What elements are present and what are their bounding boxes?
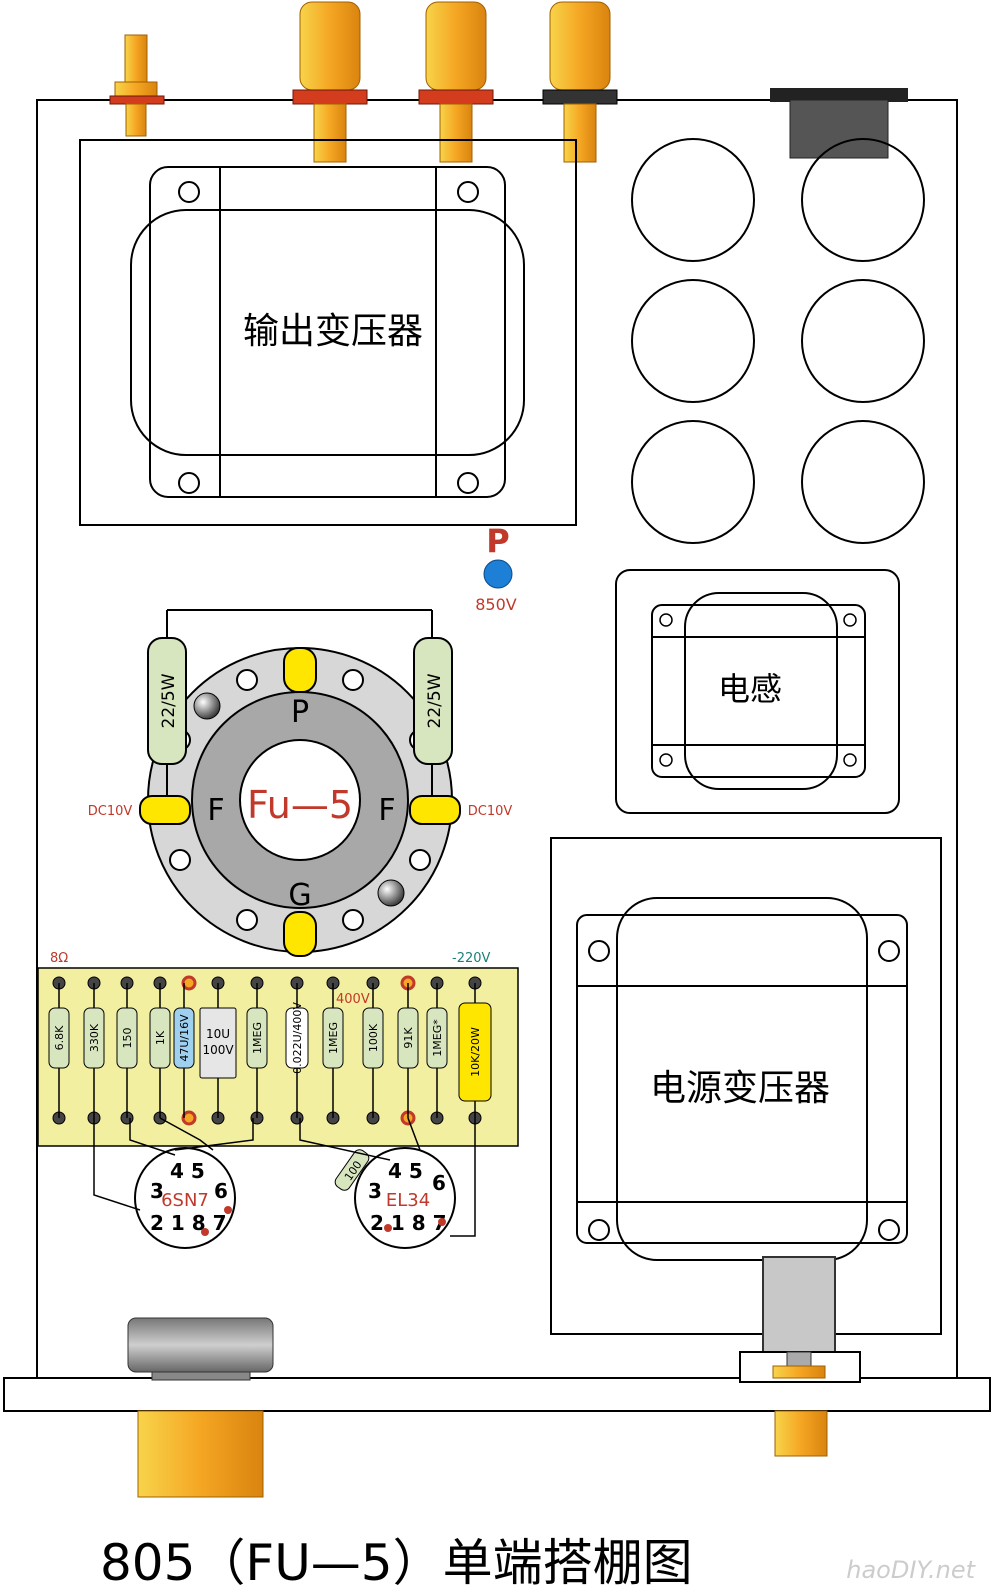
filter-capacitors (631, 138, 925, 544)
speaker-terminal-2 (418, 1, 494, 163)
point-to-point-wiring (93, 1117, 476, 1237)
output-transformer-label: 输出变压器 (243, 311, 423, 352)
socket-left-pin-left: 3 (150, 1179, 164, 1203)
board-component: 150 (116, 983, 138, 1118)
pin-filament-right (409, 795, 461, 825)
tube-pin-g: G (288, 878, 311, 913)
power-switch (739, 1256, 861, 1457)
board-component: 100K (362, 983, 384, 1118)
filament-voltage-left: DC10V (88, 804, 133, 819)
board-component-label: 1MEG (251, 1022, 264, 1054)
pin-grid (283, 911, 317, 957)
capacitor-1 (631, 138, 755, 262)
socket-left-pins-top: 4 5 (170, 1159, 205, 1183)
output-transformer: 输出变压器 (79, 139, 577, 526)
capacitor-3 (631, 279, 755, 403)
board-component-label: 150 (121, 1028, 134, 1049)
tube-pin-p: P (291, 695, 309, 730)
choke: 电感 (615, 569, 900, 814)
board-component: 1MEG (246, 983, 268, 1118)
watermark: haoDIY.net (846, 1556, 976, 1584)
tube-pin-f-left: F (207, 793, 224, 828)
board-component-label: 1MEG* (431, 1019, 444, 1057)
board-component: 6.8K (48, 983, 70, 1118)
speaker-terminal-1 (292, 1, 368, 163)
board-component-label: 91K (402, 1027, 415, 1049)
socket-6sn7: 4 5 3 6 2 1 8 7 6SN7 (134, 1147, 236, 1249)
filament-resistor-left-label: 22/5W (159, 673, 179, 728)
socket-left-pins-bottom: 2 1 8 7 (150, 1211, 227, 1235)
volume-knob (127, 1317, 274, 1498)
board-label-ohm: 8Ω (50, 951, 68, 966)
socket-right-pins-top: 4 5 (388, 1159, 423, 1183)
socket-el34: 4 5 3 6 2 1 8 7 EL34 100 (334, 1147, 456, 1249)
board-component-label: 1K (154, 1030, 167, 1045)
board-component-label: 6.8K (53, 1025, 66, 1050)
board-component-label: 10K/20W (469, 1027, 482, 1077)
board-component: 1MEG* (426, 983, 448, 1118)
plate-dot (483, 559, 513, 589)
power-transformer: 电源变压器 (550, 837, 942, 1335)
filament-resistor-right-label: 22/5W (425, 673, 445, 728)
board-component: 1MEG (322, 983, 344, 1118)
plate-letter: P (486, 522, 509, 560)
socket-left-name: 6SN7 (161, 1190, 209, 1211)
capacitor-5 (631, 420, 755, 544)
board-component: 91K (397, 983, 419, 1118)
socket-right-pin-right: 6 (432, 1171, 446, 1195)
board-label-400: 400V (336, 992, 370, 1007)
choke-label: 电感 (718, 670, 782, 708)
front-panel (3, 1377, 991, 1412)
socket-right-pin-left: 3 (368, 1179, 382, 1203)
board-component: 0.022U/400V (285, 983, 309, 1118)
board-component-label: 330K (88, 1023, 101, 1052)
capacitor-6 (801, 420, 925, 544)
pin-plate (283, 647, 317, 693)
board-component: 10K/20W (458, 983, 492, 1118)
filament-voltage-right: DC10V (468, 804, 513, 819)
plate-voltage-label: 850V (475, 595, 517, 614)
power-transformer-label: 电源变压器 (650, 1068, 830, 1109)
board-component-label: 1MEG (327, 1022, 340, 1054)
board-label-neg: -220V (452, 951, 491, 966)
board-component-label: 0.022U/400V (291, 1002, 304, 1074)
board-lug (181, 975, 197, 991)
diagram-title: 805（FU—5）单端搭棚图 (100, 1534, 693, 1592)
pin-filament-left (139, 795, 191, 825)
speaker-terminal-3 (542, 1, 618, 163)
board-lug (181, 1110, 197, 1126)
tube-socket-fu5: P F F G Fu—5 22/5W 22/5W DC10V DC10V (88, 609, 513, 957)
tube-pin-f-right: F (378, 793, 395, 828)
socket-left-pin-right: 6 (214, 1179, 228, 1203)
board-component: 47U/16V (173, 983, 195, 1118)
board-component: 1K (149, 983, 171, 1118)
board-component-label: 100K (367, 1023, 380, 1052)
socket-right-name: EL34 (386, 1190, 430, 1211)
tube-name: Fu—5 (247, 783, 353, 827)
board-component-label: 47U/16V (178, 1014, 191, 1062)
board-component: 330K (83, 983, 105, 1118)
plate-voltage-point: P 850V (475, 522, 517, 614)
power-inlet (770, 88, 908, 159)
capacitor-4 (801, 279, 925, 403)
capacitor-2 (801, 138, 925, 262)
socket-right-pins-bottom: 2 1 8 7 (370, 1211, 447, 1235)
input-rca-jack (109, 34, 165, 137)
